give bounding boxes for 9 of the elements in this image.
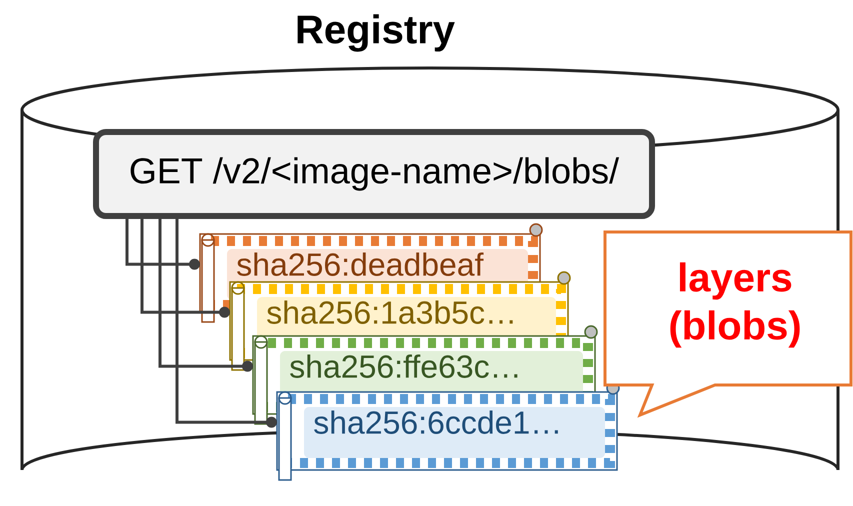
connector-line — [158, 219, 253, 372]
node-label: layers (blobs) — [670, 262, 800, 348]
speech-callout: layers (blobs) — [604, 230, 853, 418]
connector-line — [176, 219, 277, 428]
scroll-box: sha256:6ccde1… — [276, 381, 620, 481]
request-box: GET /v2/<image-name>/blobs/ — [93, 129, 655, 219]
connector-line — [126, 219, 200, 270]
node-label: Registry — [298, 14, 455, 52]
connector-line — [140, 219, 230, 318]
